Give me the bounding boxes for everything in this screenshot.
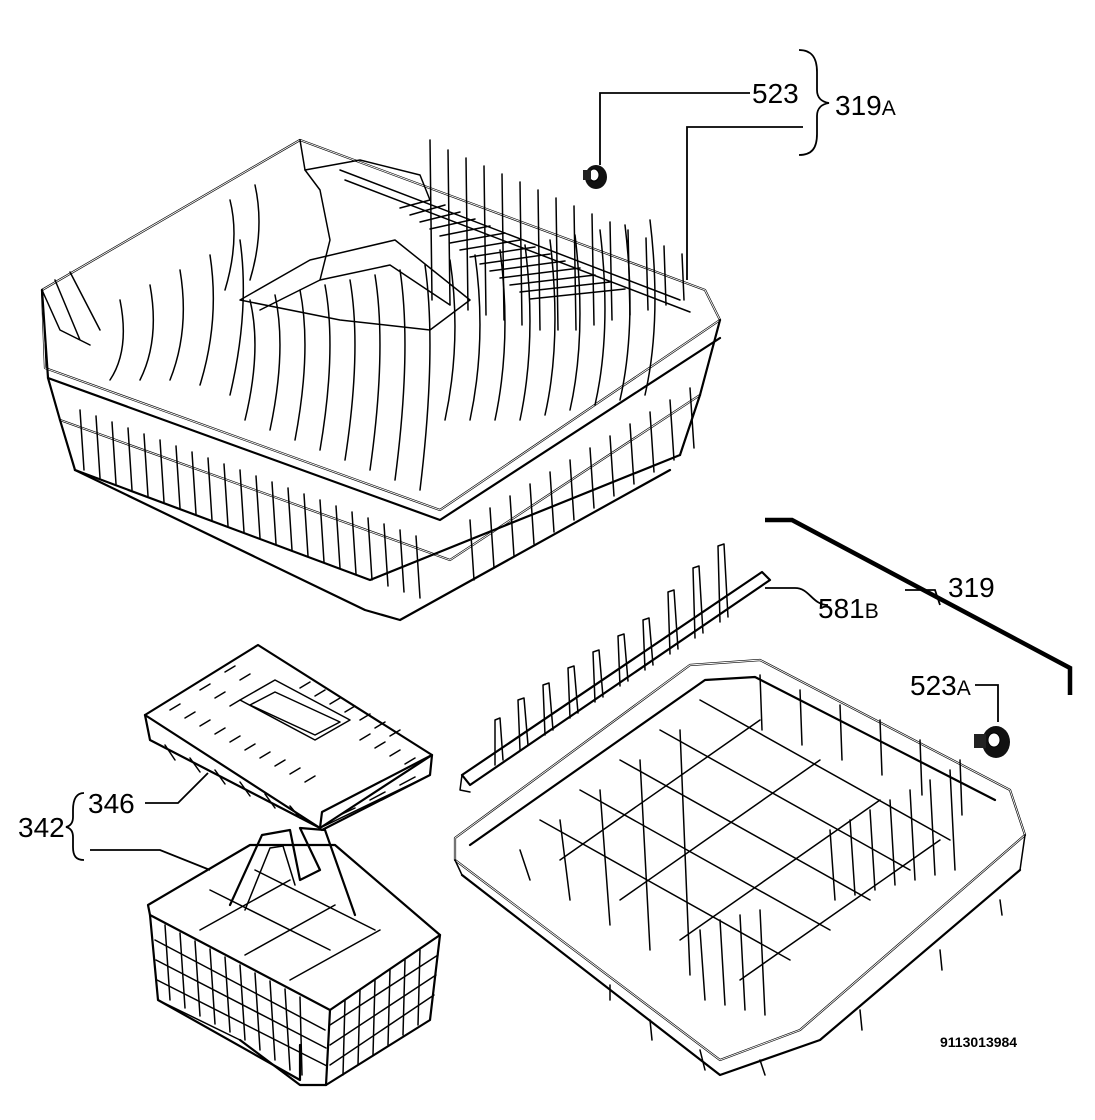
leader-346 (145, 772, 209, 804)
label-581b-number: 581 (818, 593, 865, 624)
bracket-319 (765, 517, 1073, 695)
leader-581b (765, 587, 829, 606)
cutlery-basket (146, 826, 442, 1087)
label-523a-suffix: A (957, 677, 971, 700)
leader-319 (905, 589, 941, 606)
label-581b-suffix: B (865, 600, 879, 623)
label-319: 319 (948, 572, 995, 603)
roller-wheel-523a (974, 726, 1010, 758)
fold-down-rack-581b (459, 543, 772, 793)
document-number: 9113013984 (940, 1034, 1017, 1050)
leader-523a (975, 684, 999, 722)
brace-342 (65, 792, 85, 861)
cutlery-basket-lid (143, 643, 434, 832)
label-346: 346 (88, 788, 135, 819)
label-523a: 523A (910, 670, 971, 701)
label-319a-suffix: A (882, 97, 896, 120)
leader-319a-basket (686, 126, 803, 280)
label-523: 523 (752, 78, 799, 109)
brace-319a (798, 49, 830, 156)
basket-grid-pattern (154, 924, 439, 1076)
roller-wheel-523 (583, 165, 607, 189)
leader-523 (599, 92, 750, 165)
label-319a: 319A (835, 90, 896, 121)
leader-342-basket (90, 849, 211, 871)
label-342: 342 (18, 812, 65, 843)
label-523a-number: 523 (910, 670, 957, 701)
label-581b: 581B (818, 593, 879, 624)
lid-slot-pattern (164, 665, 416, 819)
upper-basket (40, 138, 722, 622)
lower-basket (453, 658, 1027, 1077)
label-319a-number: 319 (835, 90, 882, 121)
